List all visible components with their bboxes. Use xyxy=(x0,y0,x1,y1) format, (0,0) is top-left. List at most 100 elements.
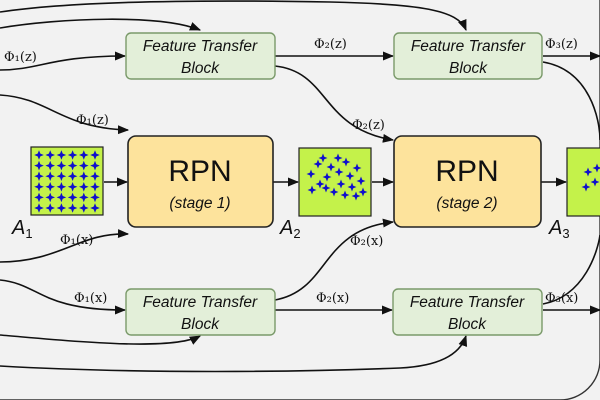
star-marker xyxy=(67,160,78,171)
anchor-map-a2 xyxy=(298,147,372,217)
anchor-a3-letter: A xyxy=(548,217,562,239)
wire-top-long xyxy=(0,0,467,32)
star-marker xyxy=(34,182,44,192)
wire-bottom-long xyxy=(0,334,468,373)
star-marker xyxy=(67,182,78,192)
star-marker xyxy=(79,150,89,160)
star-marker xyxy=(34,203,44,213)
label-phi3-x-bottom: Φ₃(x) xyxy=(545,291,578,306)
star-marker xyxy=(590,177,600,187)
feature-transfer-block-top-2: Feature Transfer Block xyxy=(393,32,543,80)
anchor-a1-sub: 1 xyxy=(25,226,32,241)
star-marker xyxy=(329,187,339,197)
star-marker xyxy=(56,171,67,181)
star-marker xyxy=(79,160,89,171)
label-phi2-x-mid: Φ₂(x) xyxy=(350,234,383,249)
anchor-map-a3 xyxy=(566,147,600,217)
wire-top-inner xyxy=(0,18,202,31)
star-marker xyxy=(45,160,55,171)
star-marker xyxy=(326,162,336,172)
anchor-grid-stars xyxy=(34,150,100,213)
wire-phi1z-ftb1 xyxy=(0,51,127,71)
label-phi1-z-top: Φ₁(z) xyxy=(4,50,37,65)
wire-phi1z-rpn1 xyxy=(0,94,130,135)
ftb-top-2-line1: Feature Transfer xyxy=(411,38,526,55)
star-marker xyxy=(90,150,100,160)
ftb-top-1-line2: Block xyxy=(181,60,220,77)
feature-transfer-block-top-1: Feature Transfer Block xyxy=(125,32,276,80)
star-marker xyxy=(334,167,344,177)
star-marker xyxy=(90,203,100,213)
star-marker xyxy=(307,185,317,195)
anchor-scattered-stars xyxy=(306,153,368,201)
star-marker xyxy=(45,192,55,203)
star-marker xyxy=(345,171,355,181)
ftb-bottom-1-line2: Block xyxy=(181,316,220,333)
label-phi1-z-mid: Φ₁(z) xyxy=(76,113,109,128)
star-marker xyxy=(90,192,100,203)
label-phi2-z-top: Φ₂(z) xyxy=(314,37,347,52)
star-marker xyxy=(347,182,357,192)
star-marker xyxy=(313,159,323,169)
star-marker xyxy=(56,150,67,160)
star-marker xyxy=(67,150,78,160)
star-marker xyxy=(90,171,100,181)
rpn-1-title: RPN xyxy=(168,155,231,188)
star-marker xyxy=(79,192,89,203)
anchor-a1-letter: A xyxy=(11,217,25,239)
star-marker xyxy=(333,153,343,163)
star-marker xyxy=(56,203,67,213)
star-marker xyxy=(56,182,67,192)
star-marker xyxy=(67,171,78,181)
star-marker xyxy=(45,171,55,181)
anchor-a2-letter: A xyxy=(279,217,293,239)
star-marker xyxy=(315,179,325,189)
star-marker xyxy=(306,169,316,179)
ftb-bottom-1-line1: Feature Transfer xyxy=(143,294,258,311)
star-marker xyxy=(583,167,593,177)
star-marker xyxy=(352,163,362,173)
star-marker xyxy=(79,203,89,213)
star-marker xyxy=(340,190,350,200)
ftb-top-2-line2: Block xyxy=(449,60,488,77)
star-marker xyxy=(67,192,78,203)
anchor-label-a1: A1 xyxy=(11,217,33,241)
star-marker xyxy=(56,192,67,203)
star-marker xyxy=(336,179,346,189)
wire-phi1x-ftb1 xyxy=(0,279,127,315)
wire-ftb2-right-down xyxy=(542,61,600,141)
star-marker xyxy=(592,163,600,173)
label-phi1-x-mid: Φ₁(x) xyxy=(60,233,93,248)
star-marker xyxy=(45,203,55,213)
star-marker xyxy=(34,171,44,181)
wire-ftb1-rpn2-bottom xyxy=(274,218,395,301)
anchor-a2-sub: 2 xyxy=(293,226,300,241)
rpn-1-stage: (stage 1) xyxy=(169,195,230,212)
anchor-a3-sub: 3 xyxy=(562,226,569,241)
rpn-2-stage: (stage 2) xyxy=(436,195,497,212)
star-marker xyxy=(34,160,44,171)
label-phi2-x-bottom: Φ₂(x) xyxy=(316,291,349,306)
star-marker xyxy=(56,160,67,171)
star-marker xyxy=(79,171,89,181)
star-marker xyxy=(34,150,44,160)
star-marker xyxy=(351,191,361,201)
anchor-label-a3: A3 xyxy=(548,217,570,241)
wire-ftb2-right-up xyxy=(542,234,600,305)
star-marker xyxy=(321,183,331,193)
label-phi2-z-mid: Φ₂(z) xyxy=(352,118,385,133)
rpn-stage-1: RPN (stage 1) xyxy=(127,135,274,228)
star-marker xyxy=(67,203,78,213)
star-marker xyxy=(318,153,328,163)
feature-transfer-block-bottom-1: Feature Transfer Block xyxy=(125,288,276,336)
wire-phi1x-rpn1 xyxy=(0,229,130,263)
star-marker xyxy=(322,172,332,182)
star-marker xyxy=(45,182,55,192)
star-marker xyxy=(581,182,591,192)
wire-ftb1-rpn2 xyxy=(274,65,395,143)
ftb-bottom-2-line1: Feature Transfer xyxy=(410,294,525,311)
star-marker xyxy=(356,176,366,186)
wire-bottom-inner xyxy=(0,334,201,345)
star-marker xyxy=(90,182,100,192)
